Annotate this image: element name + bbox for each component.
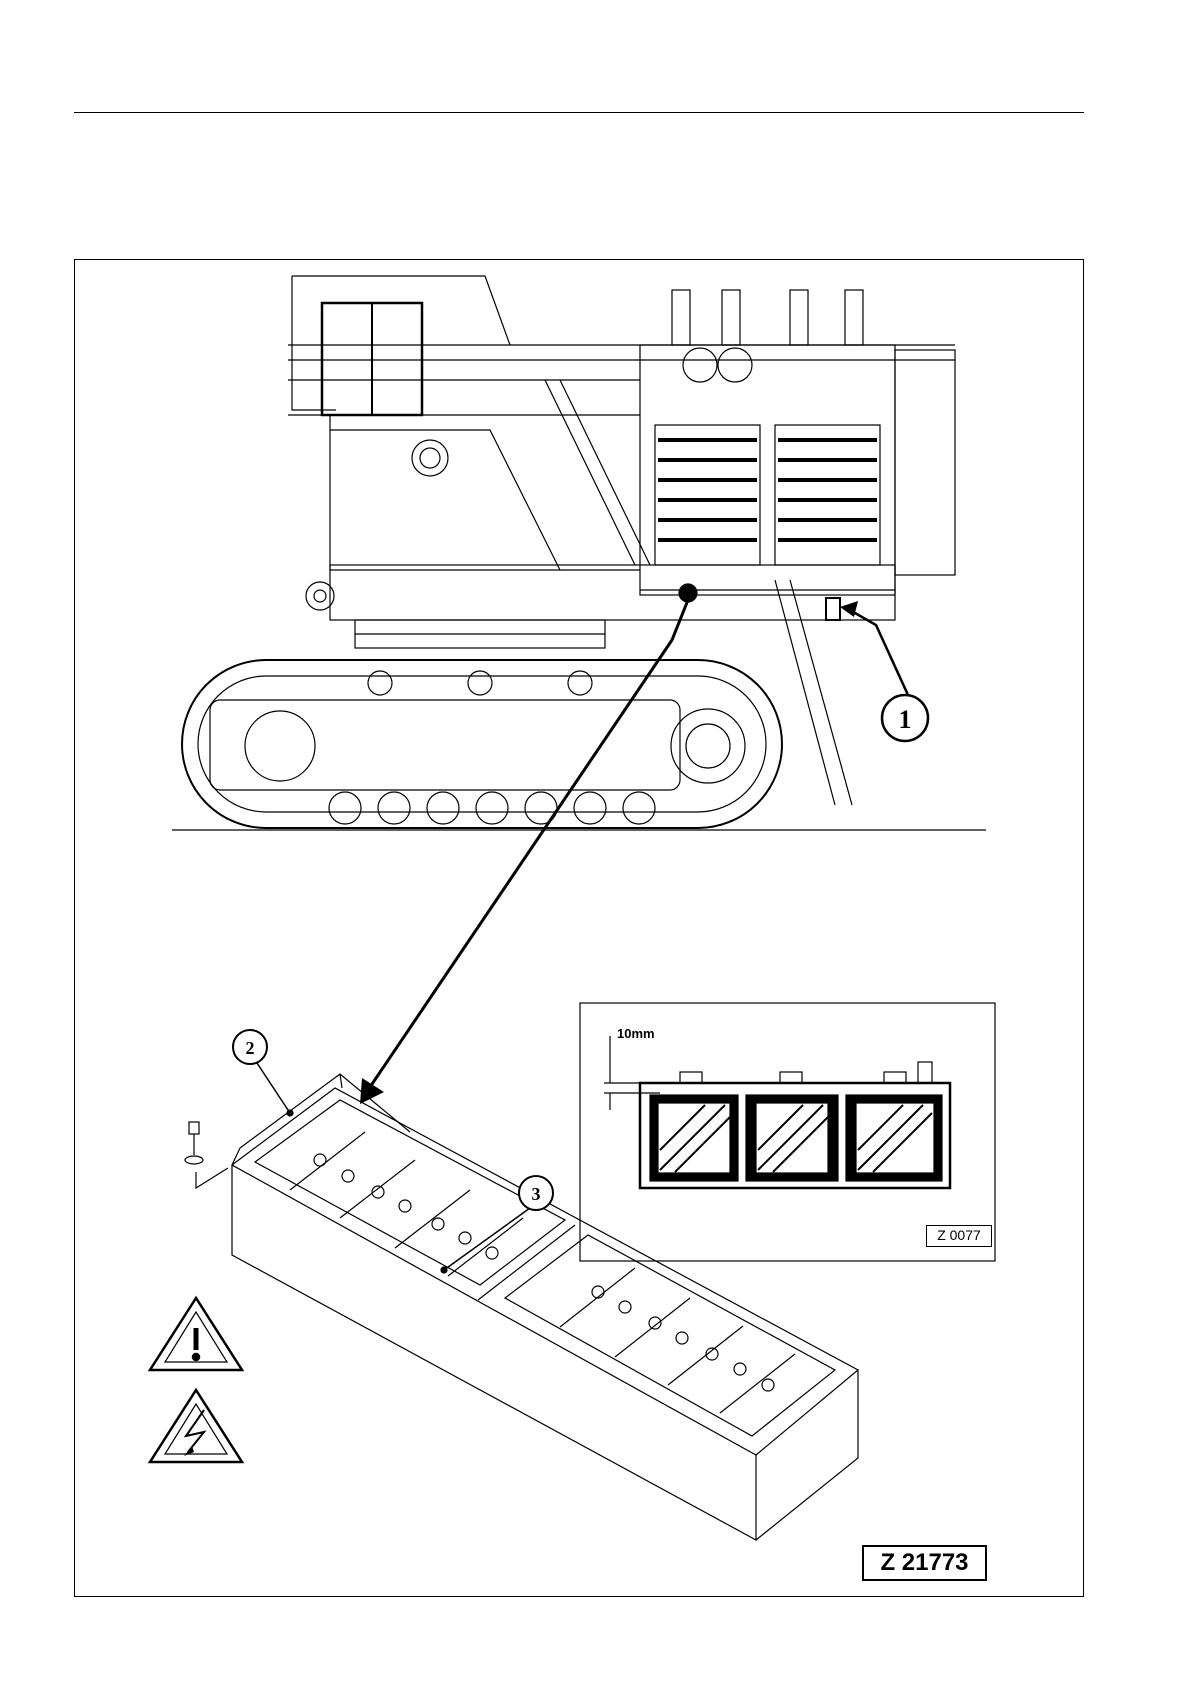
callout-1-label: 1: [899, 705, 912, 734]
electric-hazard-icon: [150, 1390, 242, 1462]
inset-code: Z 0077: [926, 1225, 992, 1247]
battery-cross-section: [604, 1036, 950, 1188]
callout-2-label: 2: [246, 1038, 255, 1058]
callout-3-label: 3: [532, 1184, 541, 1204]
figure-code: Z 21773: [862, 1545, 987, 1581]
callout-2: 2: [233, 1030, 267, 1064]
excavator-side-view: [182, 276, 955, 828]
callout-1: 1: [882, 695, 928, 741]
warning-triangle-icon: [150, 1298, 242, 1370]
battery-location-marker: [679, 584, 697, 602]
callout-3: 3: [519, 1176, 553, 1210]
inset-dimension-label: 10mm: [617, 1026, 655, 1041]
